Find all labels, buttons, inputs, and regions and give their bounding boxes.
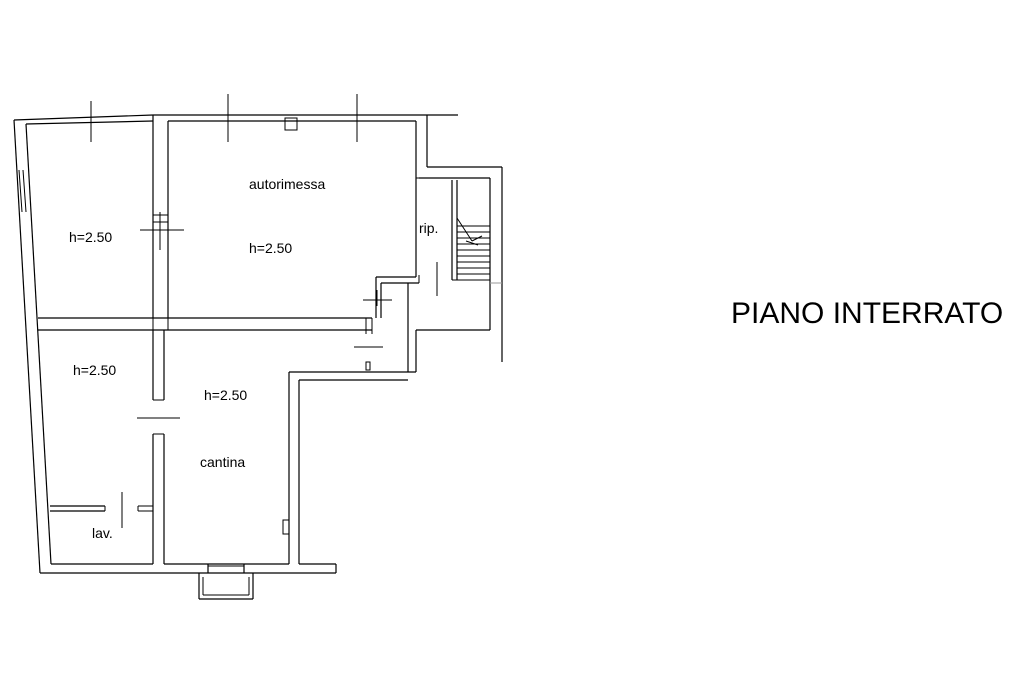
cellar-room-height: h=2.50 (204, 387, 247, 403)
landing-room-name: rip. (419, 220, 438, 236)
structural-axes (90, 94, 358, 142)
garage-room-name: autorimessa (249, 176, 325, 192)
outer-walls (13, 114, 458, 574)
laundry-room-name: lav. (92, 525, 113, 541)
staircase (451, 180, 490, 281)
plan-title: PIANO INTERRATO (731, 297, 1003, 330)
garage-room-height: h=2.50 (249, 240, 292, 256)
entrance-step (198, 564, 254, 600)
top-left-room-height: h=2.50 (69, 229, 112, 245)
cellar-room-name: cantina (200, 454, 245, 470)
interior-walls (38, 115, 503, 564)
bottom-left-room-height: h=2.50 (73, 362, 116, 378)
